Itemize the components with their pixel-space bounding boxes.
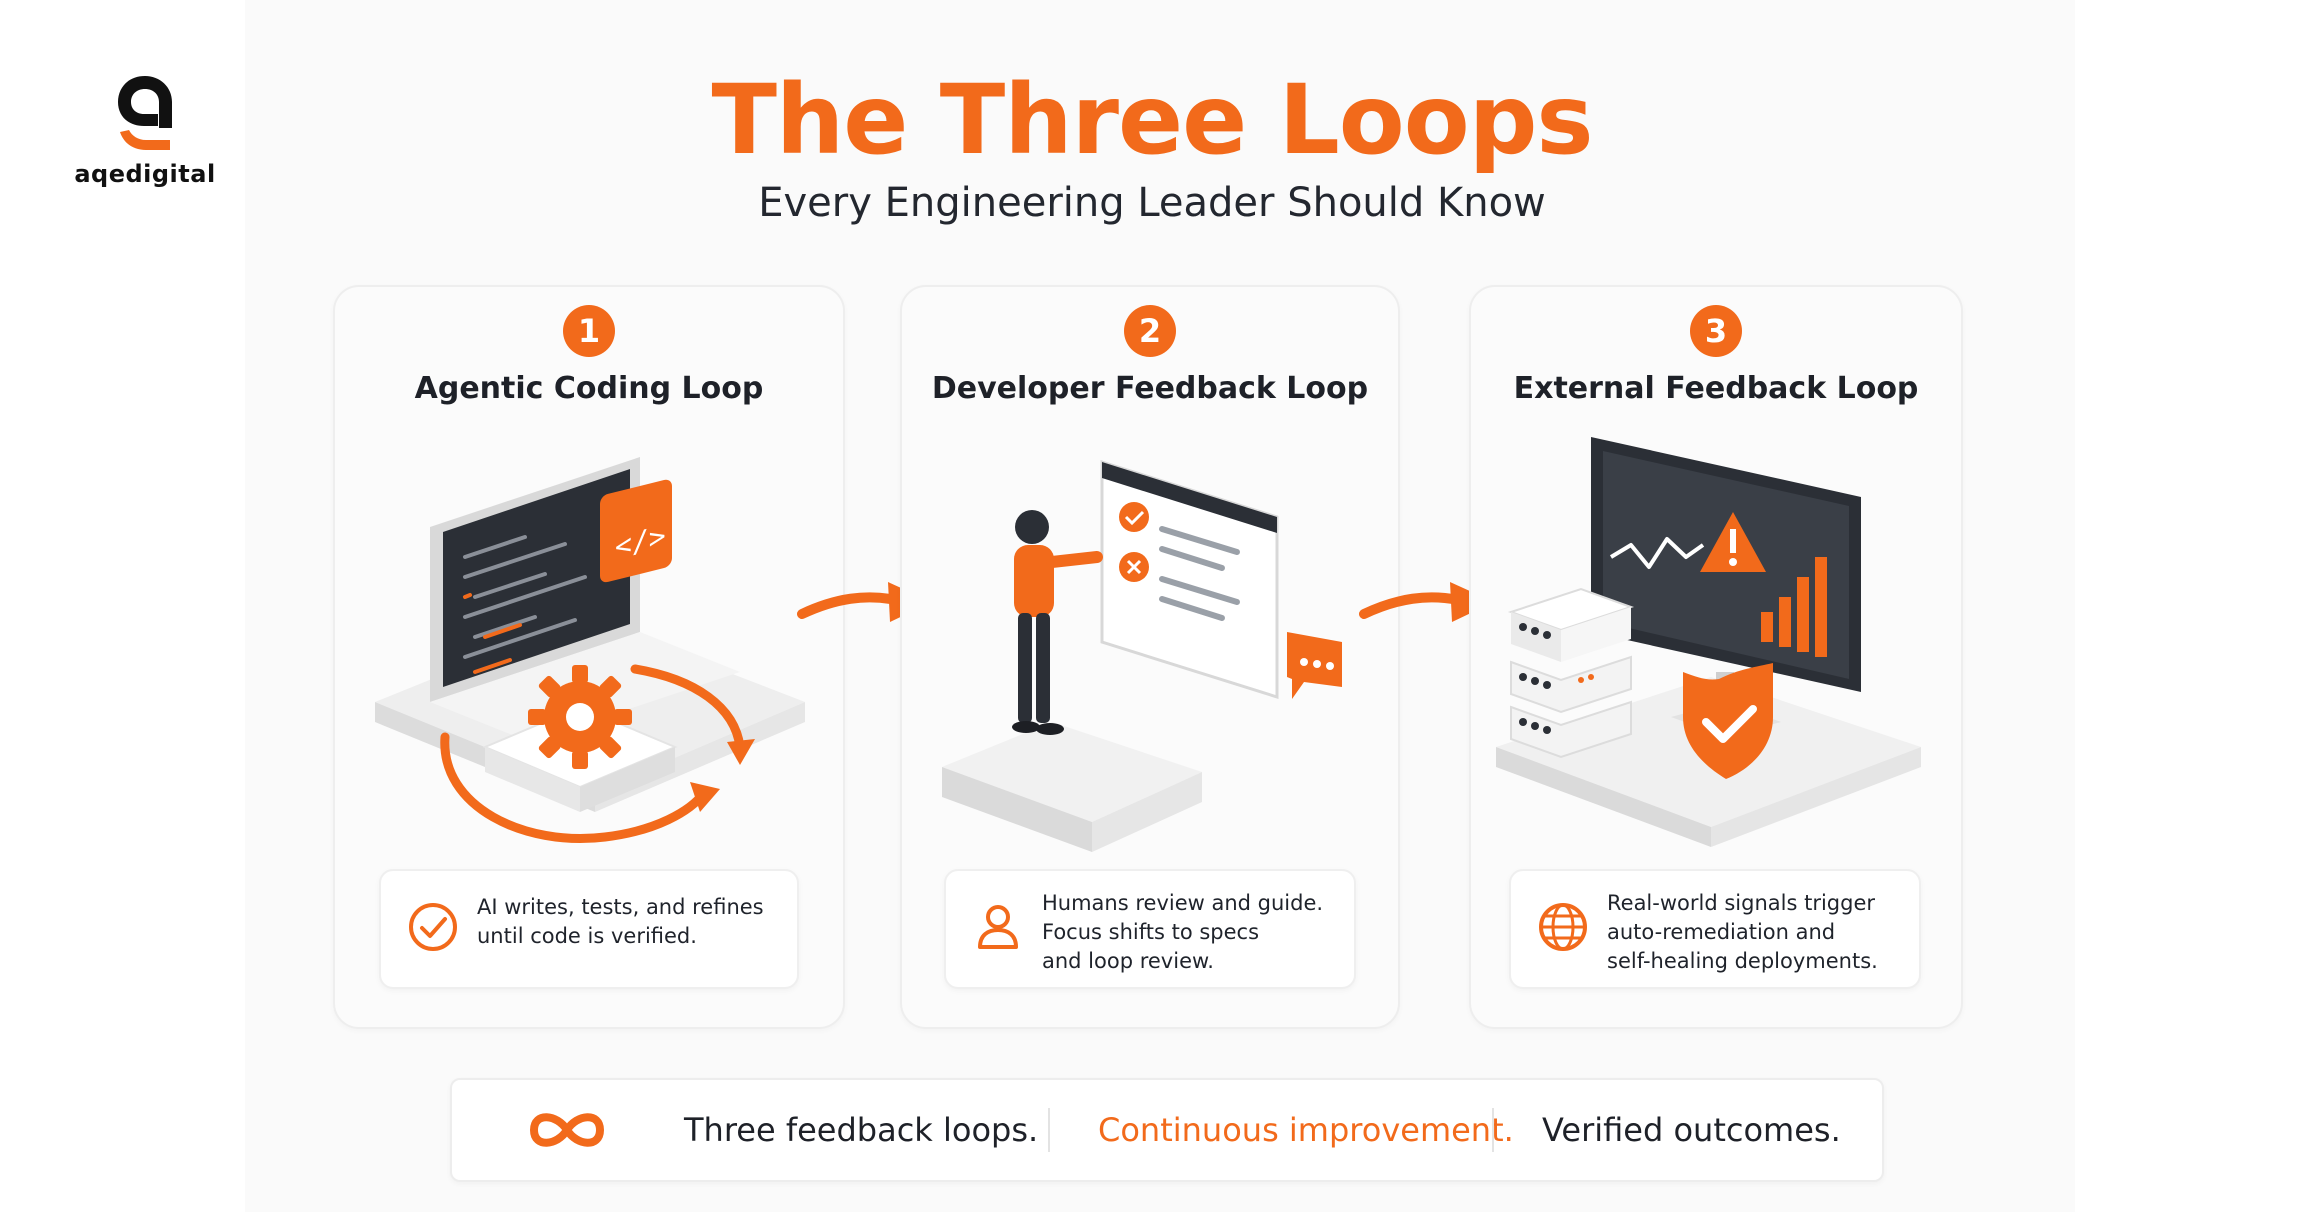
loop-number-badge: 3 [1690,305,1742,357]
banner-text-improvement: Continuous improvement. [1098,1111,1514,1149]
loop-description-box: AI writes, tests, and refines until code… [379,869,799,989]
banner-divider [1492,1108,1494,1152]
brand-name: aqedigital [74,160,216,188]
loop-description: Humans review and guide. Focus shifts to… [1042,891,1324,973]
loop-title: External Feedback Loop [1513,371,1919,406]
banner-text-loops: Three feedback loops. [684,1111,1039,1149]
check-circle-icon [409,903,457,951]
loop-number-badge: 1 [563,305,615,357]
infinity-icon [529,1113,605,1147]
summary-banner: Three feedback loops. Continuous improve… [450,1078,1884,1182]
banner-divider [1048,1108,1050,1152]
loop-card-developer-feedback: 2 Developer Feedback Loop [900,285,1400,1029]
laptop-code-gear-illustration: </> [375,457,805,843]
page-subtitle: Every Engineering Leader Should Know [758,180,1546,226]
globe-icon [1539,903,1587,951]
brand-logo: aqedigital [70,70,220,188]
loop-description-box: Humans review and guide. Focus shifts to… [944,869,1356,989]
banner-text-outcomes: Verified outcomes. [1542,1111,1841,1149]
loop-title: Developer Feedback Loop [931,371,1369,406]
loop-description: Real-world signals trigger auto-remediat… [1607,891,1878,973]
loop-description-box: Real-world signals trigger auto-remediat… [1509,869,1921,989]
loop-card-external-feedback: 3 External Feedback Loop [1469,285,1963,1029]
page-title: The Three Loops [711,64,1593,176]
developer-review-illustration [942,459,1342,852]
loop-title: Agentic Coding Loop [414,371,764,406]
loop-description: AI writes, tests, and refines until code… [477,895,764,948]
loop-number-badge: 2 [1124,305,1176,357]
loop-card-agentic-coding: 1 Agentic Coding Loop </> [333,285,845,1029]
monitor-alert-illustration [1496,437,1921,847]
aqedigital-logo-icon [118,76,172,150]
person-icon [978,905,1018,949]
